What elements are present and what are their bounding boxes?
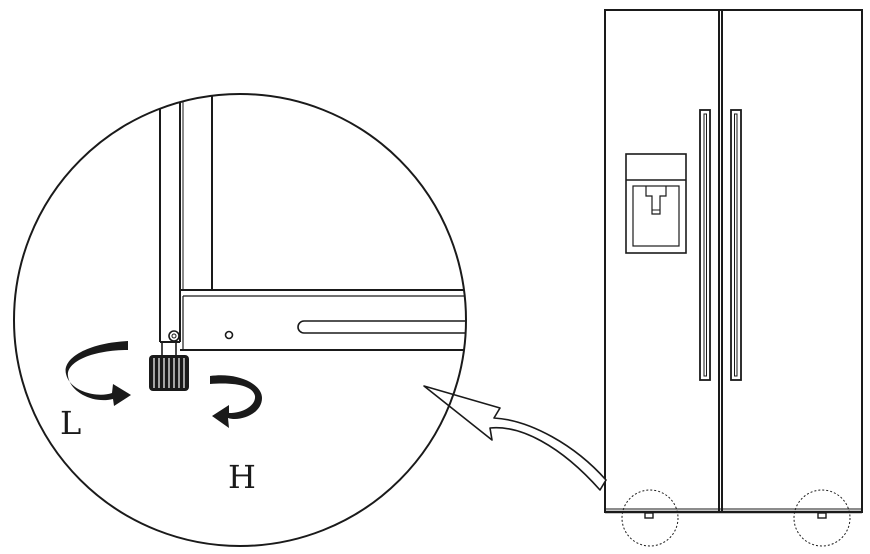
rotate-low-arrow — [65, 341, 131, 406]
callout-arrow — [423, 385, 607, 491]
left-handle — [699, 109, 711, 381]
left-handle-inner — [703, 113, 707, 377]
leveling-foot-knob — [149, 355, 189, 391]
post-screw — [168, 330, 180, 342]
left-foot — [644, 512, 654, 519]
rotate-high-arrow — [210, 375, 262, 428]
leveling-foot-stem — [161, 341, 177, 357]
right-foot-highlight — [793, 489, 851, 547]
right-foot — [817, 512, 827, 519]
low-label: L — [60, 404, 81, 442]
water-dispenser — [625, 153, 687, 254]
left-foot-highlight — [621, 489, 679, 547]
refrigerator — [604, 9, 863, 519]
rail-slot — [297, 320, 466, 334]
right-handle — [730, 109, 742, 381]
right-door — [721, 9, 863, 513]
right-handle-inner — [734, 113, 738, 377]
magnified-view — [159, 94, 466, 357]
rail-hole — [224, 330, 234, 340]
high-label: H — [228, 458, 256, 496]
magnifier-outline — [13, 93, 467, 547]
left-door — [604, 9, 720, 513]
